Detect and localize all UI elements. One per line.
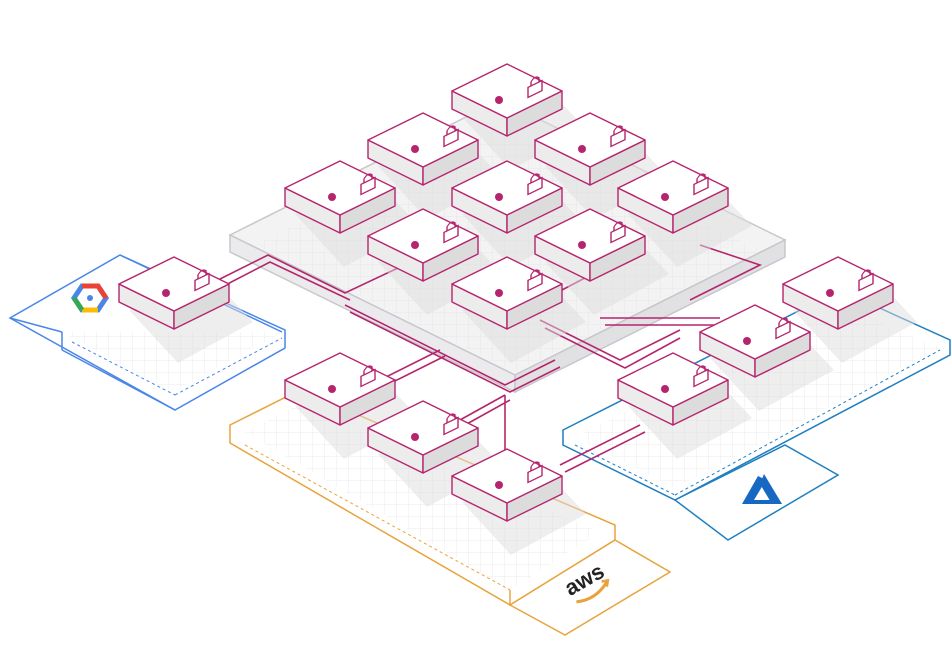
server-node	[284, 160, 419, 267]
server-node	[451, 160, 586, 267]
server-node	[451, 448, 586, 555]
lock-icon	[527, 269, 543, 292]
lock-icon	[443, 221, 459, 244]
status-dot	[328, 385, 336, 393]
status-dot	[328, 193, 336, 201]
server-node	[367, 400, 502, 507]
status-dot	[578, 145, 586, 153]
status-dot	[661, 385, 669, 393]
server-node	[534, 112, 669, 219]
server-node	[617, 352, 752, 459]
lock-icon	[610, 221, 626, 244]
server-node	[367, 112, 502, 219]
lock-icon	[775, 317, 791, 340]
lock-icon	[527, 76, 543, 99]
server-node	[451, 63, 586, 170]
status-dot	[743, 337, 751, 345]
server-node	[782, 256, 917, 363]
server-node	[367, 208, 502, 315]
status-dot	[578, 241, 586, 249]
status-dot	[495, 289, 503, 297]
status-dot	[411, 433, 419, 441]
lock-icon	[194, 269, 210, 292]
status-dot	[495, 481, 503, 489]
lock-icon	[360, 365, 376, 388]
lock-icon	[527, 173, 543, 196]
status-dot	[495, 96, 503, 104]
lock-icon	[443, 125, 459, 148]
status-dot	[495, 193, 503, 201]
status-dot	[826, 289, 834, 297]
status-dot	[411, 241, 419, 249]
lock-icon	[610, 125, 626, 148]
lock-icon	[858, 269, 874, 292]
status-dot	[661, 193, 669, 201]
lock-icon	[527, 461, 543, 484]
server-node	[284, 352, 419, 459]
server-node	[617, 160, 752, 267]
azure-icon	[742, 474, 782, 504]
connection-links	[207, 244, 763, 473]
server-node	[118, 256, 253, 363]
lock-icon	[360, 173, 376, 196]
lock-icon	[693, 173, 709, 196]
nodes	[118, 63, 917, 555]
lock-icon	[443, 413, 459, 436]
status-dot	[411, 145, 419, 153]
lock-icon	[693, 365, 709, 388]
server-node	[534, 208, 669, 315]
server-node	[699, 304, 834, 411]
google-cloud-icon	[70, 283, 110, 313]
server-node	[451, 256, 586, 363]
status-dot	[162, 289, 170, 297]
